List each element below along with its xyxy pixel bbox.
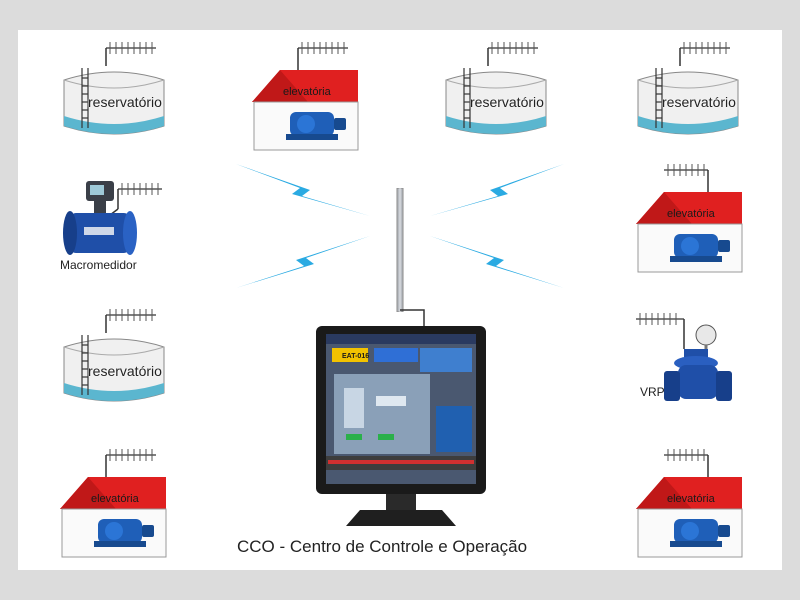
pump-icon — [670, 234, 730, 262]
pump-house-icon — [636, 164, 743, 273]
pump-icon — [670, 519, 730, 547]
signal-bolt-upper-left — [236, 164, 370, 216]
pump-station-label: elevatória — [667, 493, 715, 505]
pump-house-icon — [60, 449, 167, 558]
valve-station: VRP — [632, 305, 748, 415]
tank-icon — [445, 42, 547, 135]
pump-station-1: elevatória — [250, 38, 366, 154]
pump-house-icon — [252, 42, 359, 151]
antenna-icon — [109, 183, 162, 216]
antenna-icon — [664, 164, 709, 194]
flow-meter-icon — [63, 181, 162, 255]
central-antenna-mast — [396, 188, 404, 312]
antenna-icon — [105, 449, 156, 479]
valve-label: VRP — [640, 385, 665, 399]
reservoir-station-1: reservatório — [58, 38, 170, 138]
reservoir-label: reservatório — [470, 94, 544, 110]
diagram-caption: CCO - Centro de Controle e Operação — [237, 537, 528, 556]
reservoir-label: reservatório — [662, 94, 736, 110]
antenna-icon — [664, 449, 709, 479]
antenna-icon — [679, 42, 730, 66]
reservoir-station-4: reservatório — [58, 305, 170, 405]
signal-bolt-lower-right — [430, 236, 564, 288]
antenna-icon — [105, 309, 156, 333]
antenna-icon — [636, 313, 685, 349]
reservoir-label: reservatório — [88, 94, 162, 110]
flow-meter-station: Macromedidor — [58, 175, 178, 275]
pump-station-2: elevatória — [58, 445, 174, 561]
antenna-icon — [297, 42, 348, 72]
pump-house-icon — [636, 449, 743, 558]
valve-icon — [636, 313, 732, 401]
pump-station-3: elevatória — [634, 160, 750, 276]
pump-icon — [286, 112, 346, 140]
signal-bolt-lower-left — [236, 236, 370, 288]
pump-station-label: elevatória — [283, 86, 331, 98]
pump-icon — [94, 519, 154, 547]
screen-title: EAT-016 — [342, 353, 370, 360]
tank-icon — [637, 42, 739, 135]
antenna-icon — [105, 42, 156, 66]
pump-station-label: elevatória — [667, 208, 715, 220]
reservoir-station-3: reservatório — [632, 38, 744, 138]
antenna-icon — [487, 42, 538, 66]
signal-bolt-upper-right — [430, 164, 564, 216]
tank-icon — [63, 42, 165, 135]
pump-station-label: elevatória — [91, 493, 139, 505]
pump-station-4: elevatória — [634, 445, 750, 561]
tank-icon — [63, 309, 165, 402]
reservoir-label: reservatório — [88, 363, 162, 379]
reservoir-station-2: reservatório — [440, 38, 552, 138]
control-monitor: EAT-016 — [316, 326, 486, 532]
flow-meter-label: Macromedidor — [60, 258, 137, 272]
monitor-icon — [316, 326, 486, 526]
